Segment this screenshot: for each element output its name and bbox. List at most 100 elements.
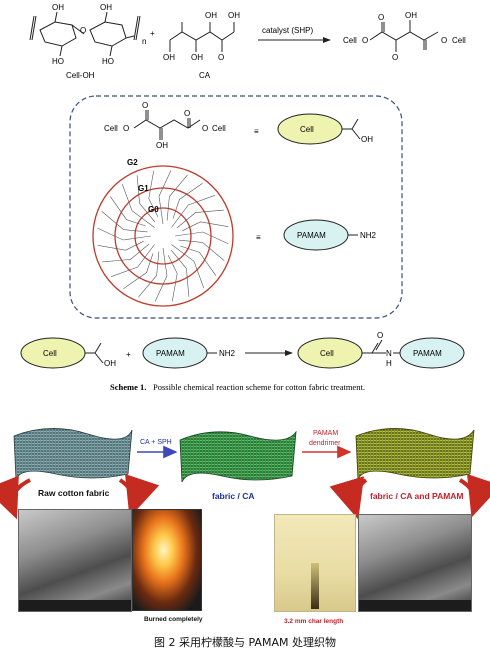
oh-label: OH: [228, 11, 240, 20]
product-cell-label: Cell: [320, 349, 334, 358]
dendrimer-branch: [170, 249, 190, 297]
o-label: O: [142, 101, 148, 110]
pamam-nh2: NH2: [360, 231, 377, 240]
pamam-fabric-label: fabric / CA and PAMAM: [370, 491, 464, 501]
catalyst-label: catalyst (SHP): [262, 26, 313, 35]
dendrimer-branch: [110, 244, 155, 277]
ester-oh: OH: [156, 141, 168, 150]
pamam-curve-arrow: [329, 476, 368, 520]
amide-n: N: [386, 349, 392, 358]
dendrimer-branch: [109, 196, 146, 227]
ho-label: HO: [102, 57, 114, 66]
raw-fabric-sem-image: [18, 509, 132, 612]
oh-label: OH: [52, 3, 64, 12]
ester-cell-right: Cell: [212, 124, 226, 133]
pamam-label: PAMAM: [297, 231, 326, 240]
plus-sign: +: [150, 29, 155, 38]
dendrimer-branch: [166, 174, 188, 221]
oh-label: OH: [205, 11, 217, 20]
o-label: O: [123, 124, 129, 133]
cell-label: Cell: [300, 125, 314, 134]
dendrimer-branch: [172, 182, 203, 219]
ca-fabric-image: [179, 430, 297, 483]
step2-label-line1: PAMAM: [313, 430, 338, 437]
plus-sign: +: [126, 350, 131, 359]
dendrimer-branch: [97, 240, 144, 251]
scheme-caption-label: Scheme 1.: [110, 382, 146, 392]
citric-acid-structure: [169, 22, 235, 52]
dendrimer-branch: [138, 251, 160, 298]
ester-product-structure: [369, 20, 439, 52]
o-label: O: [218, 53, 224, 62]
dendrimer-branch: [171, 244, 204, 289]
char-length-photo: [274, 514, 356, 612]
dendrimer-branch: [102, 243, 150, 263]
generation-g1: G1: [138, 184, 149, 193]
subscript-n: n: [142, 37, 146, 46]
dendrimer-branch: [167, 255, 178, 302]
cell-acid-oh: OH: [104, 359, 116, 368]
o-label: O: [378, 13, 384, 22]
raw-fabric-label: Raw cotton fabric: [38, 488, 110, 498]
product-pamam-label: PAMAM: [413, 349, 442, 358]
step1-label: CA + SPH: [140, 439, 172, 446]
pamam-label: PAMAM: [156, 349, 185, 358]
dendrimer-branch: [148, 170, 159, 217]
dendrimer-branch: [178, 239, 225, 261]
dendrimer-branch: [122, 183, 155, 228]
ester-cell-left: Cell: [104, 124, 118, 133]
product-cell-left: Cell: [343, 36, 357, 45]
cell-acid-oh: OH: [361, 135, 373, 144]
o-label: O: [441, 36, 447, 45]
ca-label: CA: [199, 71, 211, 80]
pamam-nh2: NH2: [219, 349, 236, 358]
amide-o: O: [377, 331, 383, 340]
oh-label: OH: [100, 3, 112, 12]
ca-fabric-label: fabric / CA: [212, 491, 255, 501]
o-label: O: [184, 109, 190, 118]
reaction-scheme: OH HO O OH HO n Cell-OH + OH OH OH OH O …: [20, 3, 466, 392]
pamam-ellipse: [399, 337, 465, 369]
burning-fabric-photo: [132, 509, 202, 611]
cell-oh-label: Cell-OH: [66, 71, 95, 80]
o-label: O: [392, 53, 398, 62]
pamam-dendrimer: [92, 165, 234, 307]
raw-curve-arrow: [118, 473, 160, 518]
pamam-curve-arrow: [458, 473, 490, 518]
dendrimer-branch: [158, 170, 172, 225]
pamam-fabric-sem-image: [358, 514, 472, 612]
pamam-fabric-image: [355, 428, 475, 481]
cell-label: Cell: [43, 349, 57, 358]
raw-curve-arrow: [0, 475, 31, 520]
oh-label: OH: [191, 53, 203, 62]
o-label: O: [202, 124, 208, 133]
dendrimer-branch: [154, 247, 168, 302]
dendrimer-branch: [182, 221, 229, 232]
generation-g0: G0: [148, 205, 159, 214]
o-label: O: [80, 26, 86, 35]
dendrimer-branch: [101, 211, 148, 233]
equivalent-sign: ≡: [256, 233, 261, 242]
fabric-treatment-panel: CA + SPH PAMAM dendrimer Raw cotton fabr…: [0, 428, 490, 625]
cellulose-structure: [29, 11, 141, 57]
step2-label-line2: dendrimer: [309, 440, 341, 447]
generation-g2: G2: [127, 158, 138, 167]
o-label: O: [362, 36, 368, 45]
ester-structure: [133, 110, 201, 140]
amide-h: H: [386, 359, 392, 368]
raw-fabric-image: [13, 428, 133, 481]
char-length-label: 3.2 mm char length: [284, 618, 343, 625]
product-cell-right: Cell: [452, 36, 466, 45]
dendrimer-branch: [136, 175, 156, 223]
equivalence-box: [69, 95, 403, 319]
dendrimer-branch: [174, 231, 229, 245]
dendrimer-branch: [171, 195, 216, 228]
dendrimer-branch: [176, 209, 224, 229]
oh-label: OH: [163, 53, 175, 62]
dendrimer-branch: [97, 227, 152, 241]
equivalent-sign: ≡: [254, 127, 259, 136]
dendrimer-branch: [123, 253, 154, 290]
figure-caption: 图 2 采用柠檬酸与 PAMAM 处理织物: [154, 636, 336, 649]
oh-label: OH: [405, 11, 417, 20]
burned-label: Burned completely: [144, 616, 203, 623]
